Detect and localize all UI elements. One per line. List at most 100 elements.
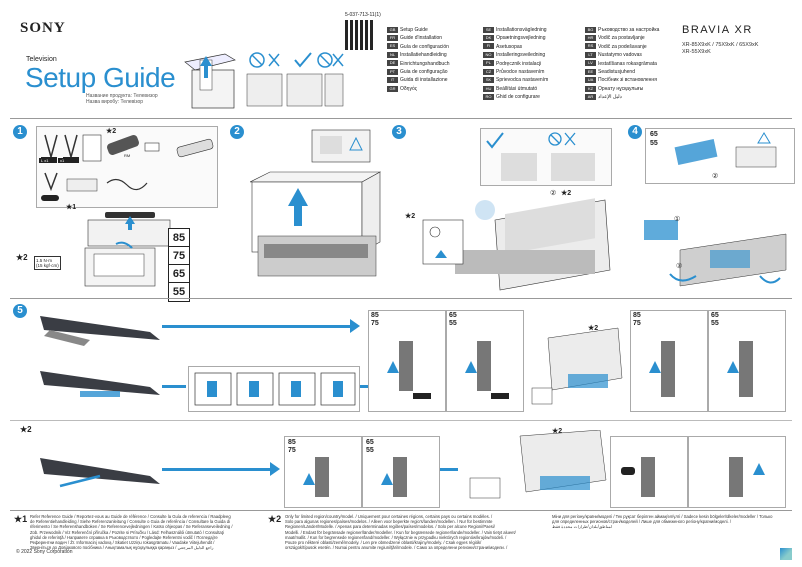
footnote-line: Regionen/Länder/Modelle. / Apenas para d…	[285, 524, 495, 530]
footnote-2: Only for limited region/country/model. /…	[285, 514, 540, 550]
stand-panel-65-55-c	[362, 436, 440, 508]
footnote-line: ghidul de referinţă / Направете справка …	[30, 534, 218, 540]
language-label: Einrichtungshandbuch	[400, 60, 450, 67]
marker-1: ①	[674, 216, 681, 223]
header-dont-icons	[245, 50, 345, 110]
step-6-upright-tv	[460, 430, 610, 510]
language-code-badge: KZ	[585, 85, 596, 92]
language-code-badge: LT	[585, 51, 596, 58]
step-3-stand-attach-illustration	[415, 180, 615, 300]
flow-arrow	[440, 468, 458, 471]
language-code-badge: ES	[387, 43, 398, 50]
marker-3: ③	[676, 263, 683, 270]
language-code-badge: NL	[387, 51, 398, 58]
divider	[10, 420, 792, 421]
language-label: Installatiehandleiding	[400, 52, 447, 59]
remote-label: RM	[124, 153, 131, 158]
language-code-badge: UA	[585, 77, 596, 84]
language-code-badge: GB	[387, 26, 398, 33]
size-85: 85	[168, 228, 190, 248]
tv-bottom-view-2	[40, 365, 160, 407]
language-label: Installationsvägledning	[496, 27, 547, 33]
divider	[10, 510, 792, 511]
step-3-handling-panel	[480, 128, 612, 186]
language-label: Iestatīšanas rokasgrāmata	[598, 60, 657, 67]
size-75: 75	[371, 320, 379, 327]
star-note-2: ★2	[16, 253, 28, 262]
size-65: 65	[711, 312, 719, 319]
size-group: 85 75	[371, 312, 379, 328]
language-label: Installeringsveiledning	[496, 52, 546, 59]
language-label: Guide d'installation	[400, 35, 443, 42]
language-code-badge: HU	[483, 85, 494, 92]
language-code-badge: DE	[387, 60, 398, 67]
star-note-2: ★2	[405, 213, 416, 220]
step-4-sizes: 65 55	[650, 130, 658, 148]
footnote-1-mark: ★1	[14, 514, 28, 524]
flow-arrow	[162, 325, 352, 328]
footnote-line: Zob. Przewodnik / Viz Referenční příručk…	[30, 529, 224, 535]
language-code-badge: LV	[585, 60, 596, 67]
footnote-line: maat/mallit. / Kun for begrensede region…	[285, 534, 507, 540]
language-code-badge: SE	[483, 26, 494, 33]
size-55: 55	[711, 320, 719, 327]
language-label: Guida di installazione	[400, 77, 448, 84]
language-label: دليل الإعداد	[598, 94, 622, 101]
language-label: Seadistusjuhend	[598, 69, 635, 76]
language-code-badge: GR	[387, 85, 398, 92]
brand-logo: SONY	[20, 20, 66, 36]
language-label: Орнату нұсқаулығы	[598, 85, 644, 92]
language-label: Asetusopas	[496, 43, 523, 50]
size-55: 55	[168, 282, 190, 302]
language-code-badge: PT	[387, 68, 398, 75]
size-75: 75	[288, 447, 296, 454]
footnote-3: Міни для регіону/країни/моделі / Тек рұқ…	[552, 514, 782, 530]
subtitle-ru: Название продукта: Телевизор	[86, 93, 158, 99]
model-line: XR-85X9xK / 75X9xK / 65X9xK	[682, 42, 759, 48]
size-85: 85	[288, 439, 296, 446]
footnote-line: Modelli. / Endast för begränsade regione…	[285, 529, 516, 535]
language-code-badge: DK	[483, 35, 494, 42]
stand-panel-d	[610, 436, 688, 508]
language-code-badge: RO	[483, 93, 494, 100]
footnote-line: для определенных регионов/стран/моделей …	[552, 519, 732, 525]
language-label: Nustatymo vadovas	[598, 52, 642, 59]
recycle-icon	[780, 548, 792, 560]
step-5-number: 5	[13, 304, 27, 318]
model-brand: BRAVIA XR	[682, 24, 753, 36]
flow-arrow-head	[270, 462, 280, 476]
language-label: Setup Guide	[400, 27, 428, 33]
page-title: Setup Guide	[25, 62, 176, 93]
flow-arrow	[162, 385, 186, 388]
callout-circled-2: ②	[550, 190, 557, 197]
tv-bottom-view-3	[40, 452, 160, 498]
size-75: 75	[168, 246, 190, 266]
stand-panel-65-55-b	[708, 310, 786, 412]
language-code-badge: SK	[483, 77, 494, 84]
footnote-1: Refer Reference Guide / Reportez-vous au…	[30, 514, 265, 550]
stand-panel-e	[688, 436, 786, 508]
step-1-number: 1	[13, 125, 27, 139]
footnote-line: لمناطق/بلدان/طرازات محددة فقط	[552, 524, 612, 530]
language-label: Ghid de configurare	[496, 94, 540, 101]
language-label: Οδηγός	[400, 85, 418, 92]
step-5-upright-tv	[528, 318, 628, 410]
divider	[10, 298, 792, 299]
stand-panel-85-75-c	[284, 436, 362, 508]
language-code-badge: AR	[585, 93, 596, 100]
size-85: 85	[633, 312, 641, 319]
footnote-line: riferimento / Se Referenshandboken / Se …	[30, 524, 233, 530]
footnote-line: országok/típusok esetén. / Numai pentru …	[285, 545, 508, 551]
size-55: 55	[650, 140, 658, 147]
